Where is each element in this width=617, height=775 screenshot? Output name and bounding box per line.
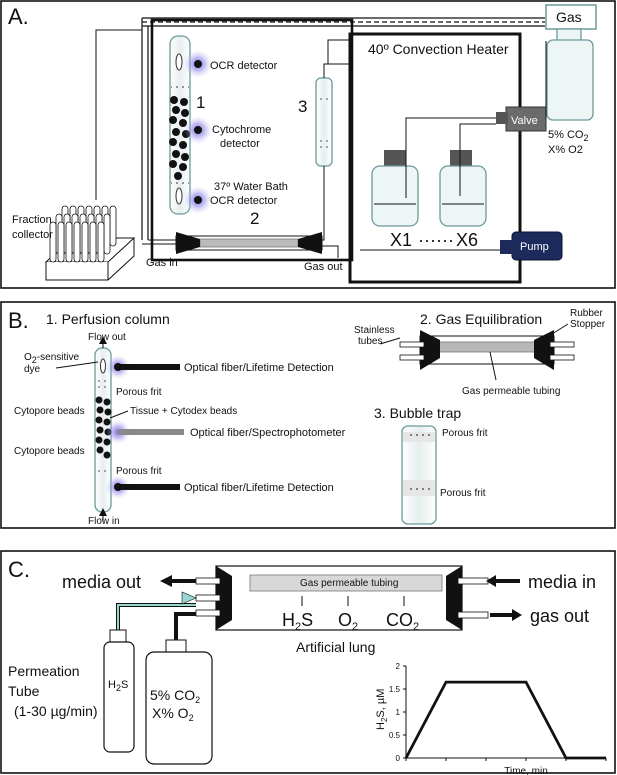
panel-b: B. 1. Perfusion column Flow out Flow in … xyxy=(0,301,616,529)
o2-dye-label-1: O2-sensitive xyxy=(24,352,79,365)
lung-label: Artificial lung xyxy=(296,639,375,655)
rubber-label-2: Stopper xyxy=(570,319,606,330)
cytopore-top-label: Cytopore beads xyxy=(14,406,85,417)
cyto-label-1: Cytochrome xyxy=(212,124,271,136)
o2-label: O2 xyxy=(338,610,358,633)
perm-label-3: (1-30 µg/min) xyxy=(14,703,98,719)
gas-bottle-cap xyxy=(556,28,582,42)
panel-b-letter: B. xyxy=(8,308,29,333)
y-tick-label: 0.5 xyxy=(389,731,401,740)
y-tick-label: 0 xyxy=(396,754,401,763)
gas-permeable-tubing xyxy=(249,574,443,592)
fraction-label-1: Fraction xyxy=(12,214,52,226)
gas-bottle-c xyxy=(145,651,213,765)
title-gas-equilibration: 2. Gas Equilibration xyxy=(420,311,542,327)
valve-label: Valve xyxy=(511,115,538,127)
cytopore-bottom-label: Cytopore beads xyxy=(14,446,85,457)
gas-in-label: Gas in xyxy=(146,257,178,269)
heater-box xyxy=(348,32,522,284)
ocr-detector-top xyxy=(194,60,202,68)
panel-a-letter: A. xyxy=(8,4,29,29)
fiber-top-label: Optical fiber/Lifetime Detection xyxy=(184,362,334,374)
media-out-label: media out xyxy=(62,572,141,592)
water-bath-box xyxy=(150,18,354,262)
o2-dye-spot-bottom xyxy=(175,187,183,205)
fraction-label-2: collector xyxy=(12,229,53,241)
gas-perm-label: Gas permeable tubing xyxy=(462,386,560,397)
panel-a: A. Gas 5% CO2 X% O2 40º Convection Heate… xyxy=(0,0,616,289)
y-tick-label: 1.5 xyxy=(389,685,401,694)
bottle-o2-label: X% O2 xyxy=(152,705,194,723)
trap-frit-bottom-label: Porous frit xyxy=(440,488,486,499)
x-axis-label: Time, min xyxy=(504,766,548,775)
title-perfusion-column: 1. Perfusion column xyxy=(46,311,170,327)
y-tick-label: 2 xyxy=(396,662,401,671)
title-bubble-trap: 3. Bubble trap xyxy=(374,405,461,421)
h2s-bottle xyxy=(103,641,135,753)
frit-bottom-label: Porous frit xyxy=(116,466,162,477)
h2s-label: H2S xyxy=(282,610,313,633)
num-1: 1 xyxy=(196,93,205,112)
gas-mix-1: 5% CO2 xyxy=(548,129,588,143)
tissue-label: Tissue + Cytodex beads xyxy=(130,406,237,417)
bead-stack xyxy=(169,96,190,180)
gas-label: Gas xyxy=(556,9,582,25)
trap-frit-top-label: Porous frit xyxy=(442,428,488,439)
series-line xyxy=(404,680,606,760)
rubber-label-1: Rubber xyxy=(570,308,603,319)
x1-label: X1 xyxy=(390,230,412,250)
co2-label: CO2 xyxy=(386,610,419,633)
perm-label-1: Permeation xyxy=(8,663,80,679)
panel-c-letter: C. xyxy=(8,557,30,582)
ocr-bottom-label: OCR detector xyxy=(210,195,278,207)
fiber-top xyxy=(120,364,180,370)
cyto-label-2: detector xyxy=(220,138,260,150)
y-axis-label: H2S, µM xyxy=(375,689,389,730)
ocr-detector-bottom xyxy=(194,196,202,204)
fiber-bottom-label: Optical fiber/Lifetime Detection xyxy=(184,482,334,494)
pump-label: Pump xyxy=(520,241,549,253)
x6-label: X6 xyxy=(456,230,478,250)
gas-mix-2: X% O2 xyxy=(548,144,583,156)
cytochrome-detector xyxy=(194,126,202,134)
fraction-collector xyxy=(44,205,136,281)
stainless-label-2: tubes xyxy=(358,336,382,347)
flow-out-label: Flow out xyxy=(88,332,126,343)
panel-c: C. Gas permeable tubing H2S O2 CO2 media… xyxy=(0,550,616,775)
ocr-top-label: OCR detector xyxy=(210,60,278,72)
bottle-co2-label: 5% CO2 xyxy=(150,687,200,705)
tubing-label: Gas permeable tubing xyxy=(300,578,398,589)
o2-dye-label-2: dye xyxy=(24,364,41,375)
fiber-mid xyxy=(118,429,184,435)
fiber-bottom xyxy=(120,484,180,490)
valve xyxy=(505,106,547,132)
bubble-trap-b xyxy=(401,425,437,525)
frit-top-label: Porous frit xyxy=(116,387,162,398)
media-in-label: media in xyxy=(528,572,596,592)
bubble-trap-a xyxy=(315,77,333,167)
water-bath-label: 37º Water Bath xyxy=(214,181,288,193)
num-3: 3 xyxy=(298,97,307,116)
num-2: 2 xyxy=(250,209,259,228)
perm-label-2: Tube xyxy=(8,683,40,699)
media-bottle-x6 xyxy=(439,150,487,227)
gas-out-label-c: gas out xyxy=(530,606,589,626)
fiber-mid-label: Optical fiber/Spectrophotometer xyxy=(190,427,346,439)
y-tick-label: 1 xyxy=(396,708,401,717)
heater-label: 40º Convection Heater xyxy=(368,41,509,57)
gas-out-label: Gas out xyxy=(304,261,343,273)
stainless-label-1: Stainless xyxy=(354,325,395,336)
flow-in-label: Flow in xyxy=(88,516,120,527)
gas-bottle xyxy=(546,39,594,121)
dots-label: ······ xyxy=(418,230,454,250)
o2-dye-spot xyxy=(175,53,183,71)
h2s-bottle-label: H2S xyxy=(108,679,128,693)
